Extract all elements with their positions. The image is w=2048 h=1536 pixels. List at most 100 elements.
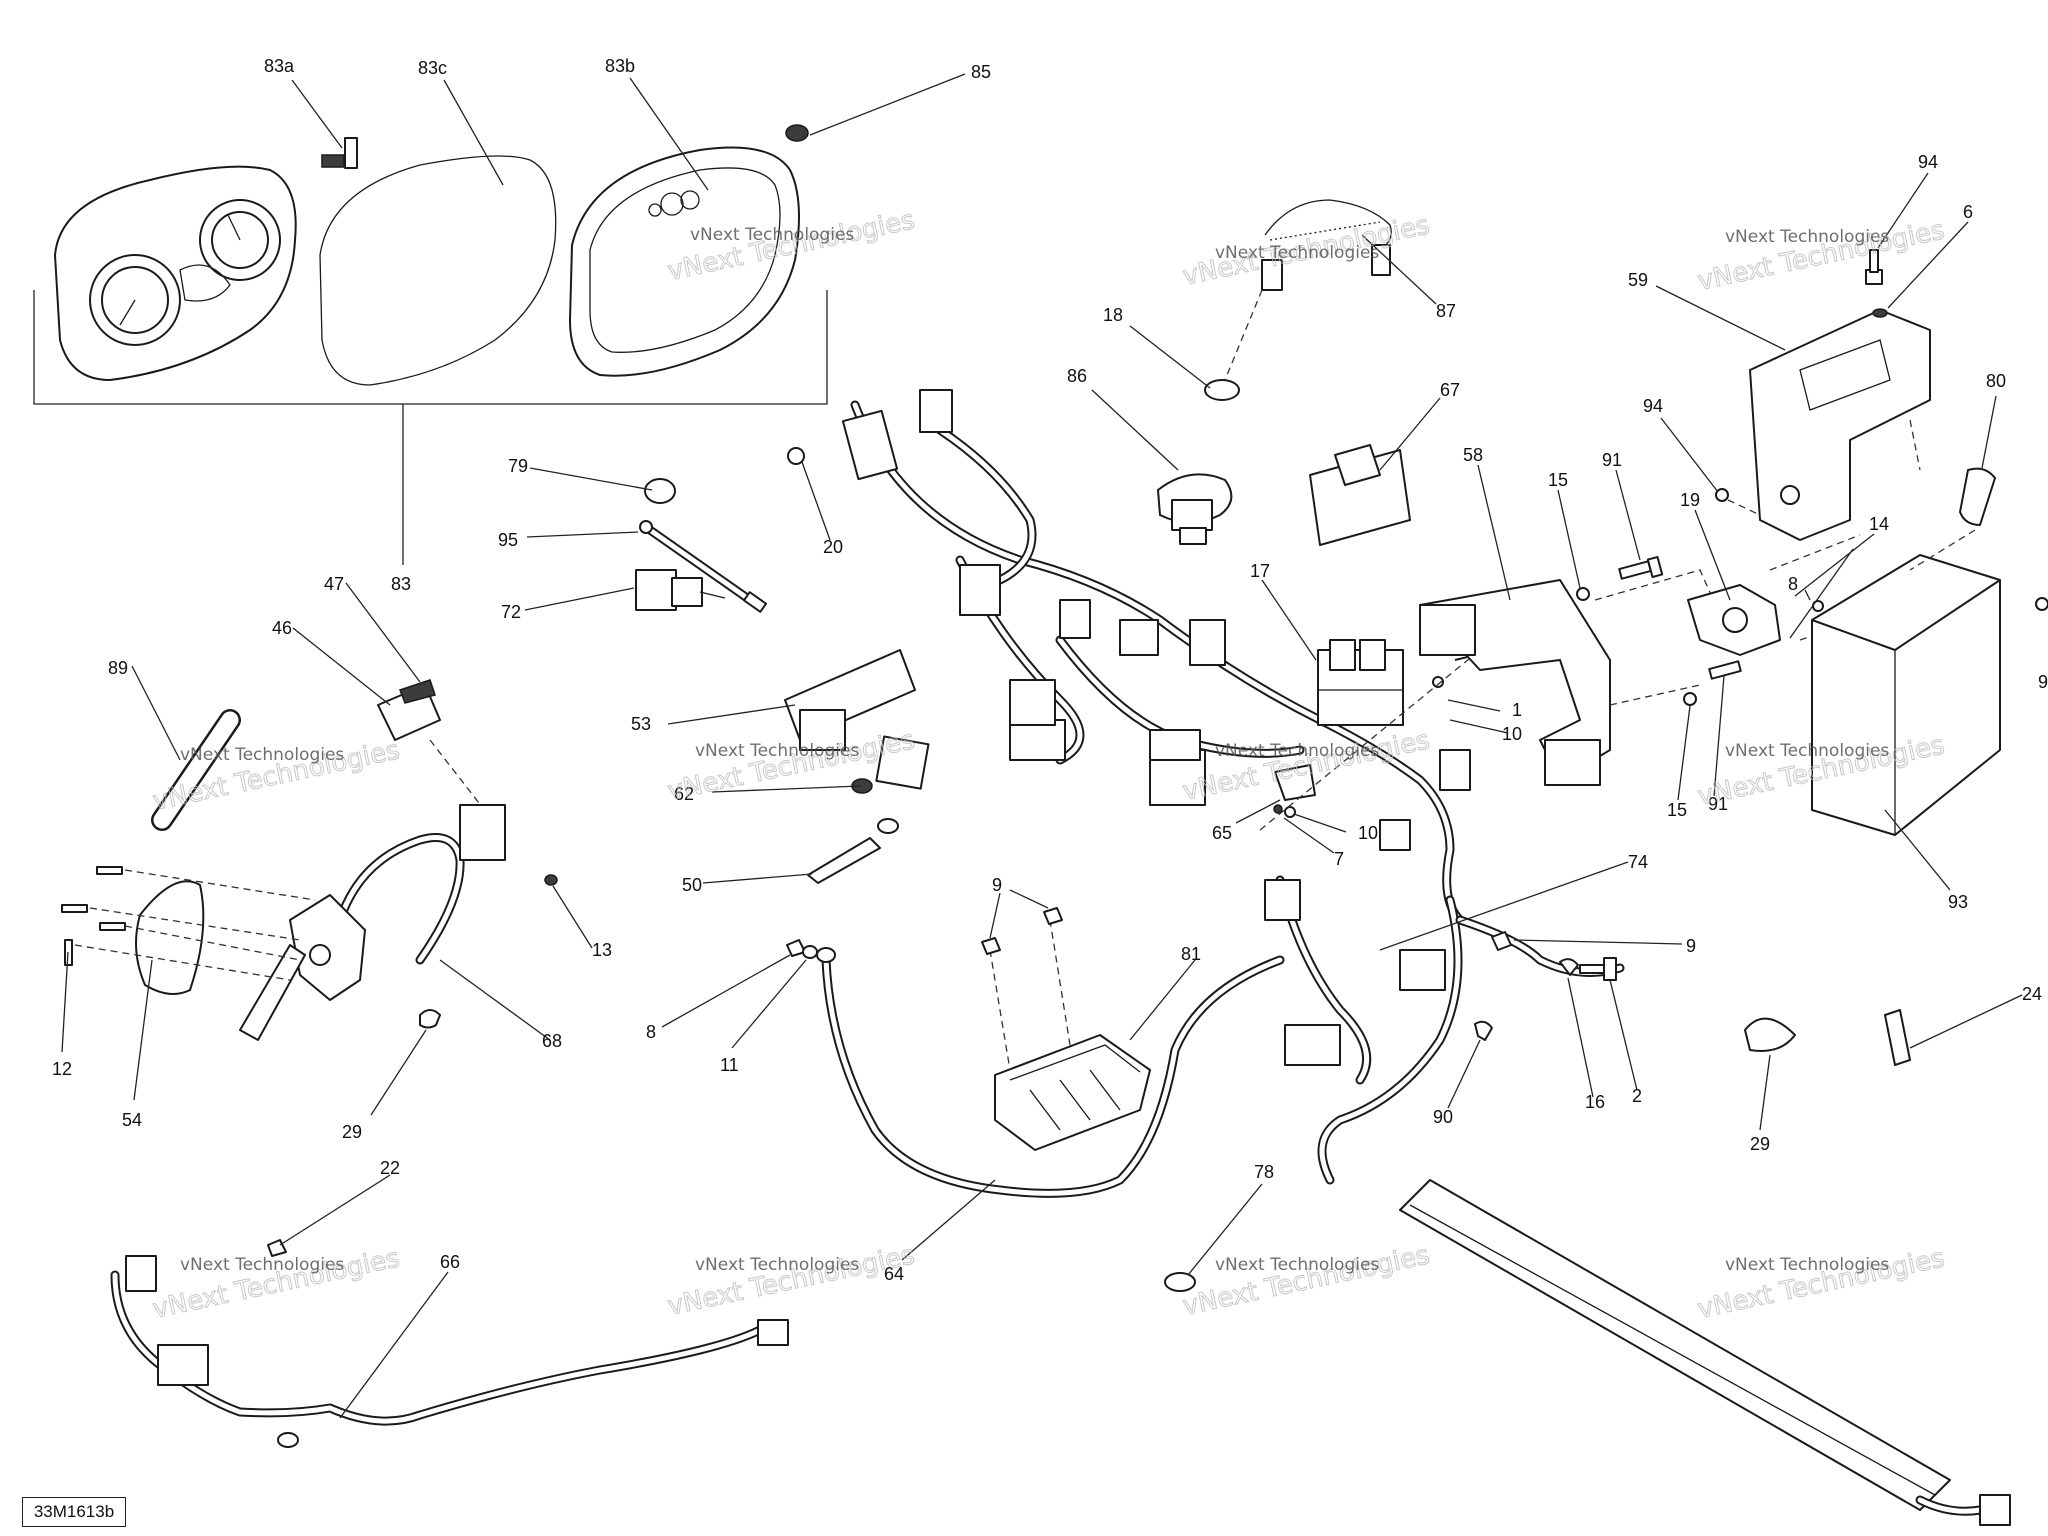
cable-end-50 xyxy=(807,818,899,884)
callout-83c: 83c xyxy=(418,58,447,78)
callout-64: 64 xyxy=(884,1264,904,1284)
callout-93: 93 xyxy=(1948,892,1968,912)
battery-bracket-59 xyxy=(1749,309,1931,541)
sub-harness-66 xyxy=(110,1255,789,1448)
callout-74: 74 xyxy=(1628,852,1648,872)
callout-72: 72 xyxy=(501,602,521,622)
nut-9b xyxy=(1043,907,1063,925)
callout-83b: 83b xyxy=(605,56,635,76)
callout-11: 11 xyxy=(720,1055,739,1075)
callout-14: 14 xyxy=(1869,514,1889,534)
callout-17: 17 xyxy=(1250,561,1270,581)
clip-90 xyxy=(1474,1020,1493,1041)
watermarks: vNext Technologies vNext Technologies vN… xyxy=(150,205,1948,1326)
screw-12b xyxy=(61,904,88,913)
clip-20 xyxy=(787,447,805,465)
instrument-cluster-group xyxy=(33,73,966,565)
callout-66: 66 xyxy=(440,1252,460,1272)
key-switch-19 xyxy=(1687,584,1781,656)
clip-24 xyxy=(1884,1009,1911,1066)
watermark-8b: vNext Technologies xyxy=(180,1255,344,1275)
callout-85: 85 xyxy=(971,62,991,82)
gauge-lens xyxy=(319,155,557,386)
callout-54: 54 xyxy=(122,1110,142,1130)
battery-93 xyxy=(1811,554,2001,836)
switch-62 xyxy=(851,735,930,794)
callout-79: 79 xyxy=(508,456,528,476)
watermark-5b: vNext Technologies xyxy=(695,741,859,761)
callout-81: 81 xyxy=(1181,944,1201,964)
callout-29b: 29 xyxy=(1750,1134,1770,1154)
bolt-91b xyxy=(1708,660,1742,680)
watermark-6b: vNext Technologies xyxy=(1215,741,1379,761)
callout-18: 18 xyxy=(1103,305,1123,325)
clip-16 xyxy=(1559,958,1579,976)
screw-94b xyxy=(1715,488,1729,502)
callout-90: 90 xyxy=(1433,1107,1453,1127)
callout-50: 50 xyxy=(682,875,702,895)
housing-54 xyxy=(135,880,205,995)
fuse-holder-53 xyxy=(784,649,916,751)
watermark-7b: vNext Technologies xyxy=(1725,741,1889,761)
gauge-bezel xyxy=(569,146,800,377)
clamp-29b xyxy=(1744,1017,1796,1052)
screw-94a xyxy=(1865,249,1883,285)
callout-2: 2 xyxy=(1632,1086,1642,1106)
washer-10a xyxy=(1432,676,1444,688)
relay-67 xyxy=(1309,444,1411,546)
terminal-cap-80 xyxy=(1959,467,1996,526)
watermark-11b: vNext Technologies xyxy=(1725,1255,1889,1275)
nut-9a xyxy=(981,937,1001,955)
regulator-81 xyxy=(994,1034,1151,1151)
ribbon-cable xyxy=(1399,1179,2011,1526)
callout-46: 46 xyxy=(272,618,292,638)
callout-9b: 9 xyxy=(992,875,1002,895)
hose-89 xyxy=(151,709,241,831)
washer-6 xyxy=(1872,308,1888,318)
plug-79 xyxy=(644,478,676,504)
clamp-29a xyxy=(419,1009,441,1029)
callout-91a: 91 xyxy=(1602,450,1622,470)
washer-10b xyxy=(1284,806,1296,818)
callout-62: 62 xyxy=(674,784,694,804)
washer-15b xyxy=(1683,692,1697,706)
nut-13 xyxy=(544,874,558,886)
callout-15a: 15 xyxy=(1548,470,1568,490)
callout-47: 47 xyxy=(324,574,344,594)
watermark-4b: vNext Technologies xyxy=(180,745,344,765)
battery-cable-64 xyxy=(816,947,1285,1198)
ground-wire-95 xyxy=(639,520,768,613)
coil-cord-87 xyxy=(1261,199,1392,291)
callout-1: 1 xyxy=(1512,700,1522,720)
callout-labels: 83a 83c 83b 85 83 79 95 72 20 18 86 87 6… xyxy=(52,56,2048,1284)
ignition-bracket-58 xyxy=(1419,579,1611,786)
watermark-10: vNext Technologies xyxy=(1180,1240,1432,1322)
grommet-18 xyxy=(1204,379,1240,401)
callout-91b: 91 xyxy=(1708,794,1728,814)
callout-10b: 10 xyxy=(1358,823,1378,843)
callout-16: 16 xyxy=(1585,1092,1605,1112)
main-wiring-harness xyxy=(841,389,1625,1185)
callout-19: 19 xyxy=(1680,490,1700,510)
gauge-connector-clip xyxy=(321,137,358,169)
reference-code: 33M1613b xyxy=(22,1497,126,1527)
switch-harness-68 xyxy=(335,804,506,965)
callout-83a: 83a xyxy=(264,56,295,76)
callout-59: 59 xyxy=(1628,270,1648,290)
watermark-9b: vNext Technologies xyxy=(695,1255,859,1275)
callout-24: 24 xyxy=(2022,984,2042,1004)
callout-86: 86 xyxy=(1067,366,1087,386)
relay-block-17 xyxy=(1317,639,1404,726)
washer-15a xyxy=(1576,587,1590,601)
callout-6: 6 xyxy=(1963,202,1973,222)
washer-11 xyxy=(802,945,818,959)
switch-housing xyxy=(239,894,366,1041)
nut-7 xyxy=(1273,804,1283,814)
callout-65: 65 xyxy=(1212,823,1232,843)
watermark-10b: vNext Technologies xyxy=(1215,1255,1379,1275)
watermark-2b: vNext Technologies xyxy=(1215,243,1379,263)
callout-58: 58 xyxy=(1463,445,1483,465)
callout-10a: 10 xyxy=(1502,724,1522,744)
callout-95: 95 xyxy=(498,530,518,550)
callout-53: 53 xyxy=(631,714,651,734)
